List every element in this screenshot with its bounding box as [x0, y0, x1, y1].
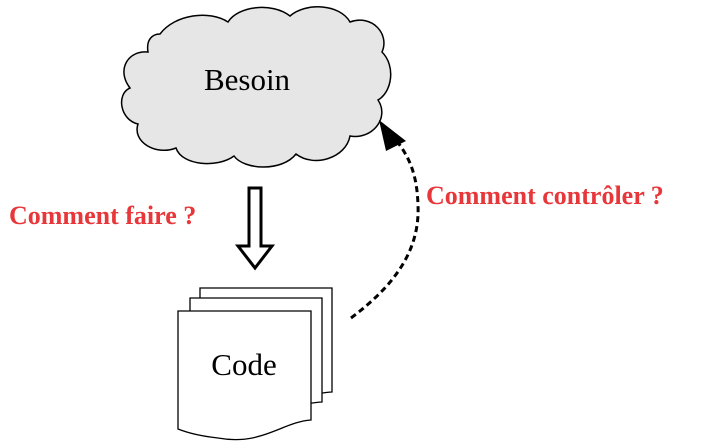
control-label: Comment contrôler ? — [426, 181, 664, 210]
need-cloud — [120, 6, 392, 168]
how-label: Comment faire ? — [9, 201, 196, 230]
code-document-front — [177, 310, 312, 441]
code-label: Code — [211, 347, 276, 382]
how-arrow — [234, 186, 276, 271]
need-label: Besoin — [204, 62, 291, 97]
control-arrowhead — [379, 120, 406, 151]
control-arrow — [350, 139, 420, 320]
